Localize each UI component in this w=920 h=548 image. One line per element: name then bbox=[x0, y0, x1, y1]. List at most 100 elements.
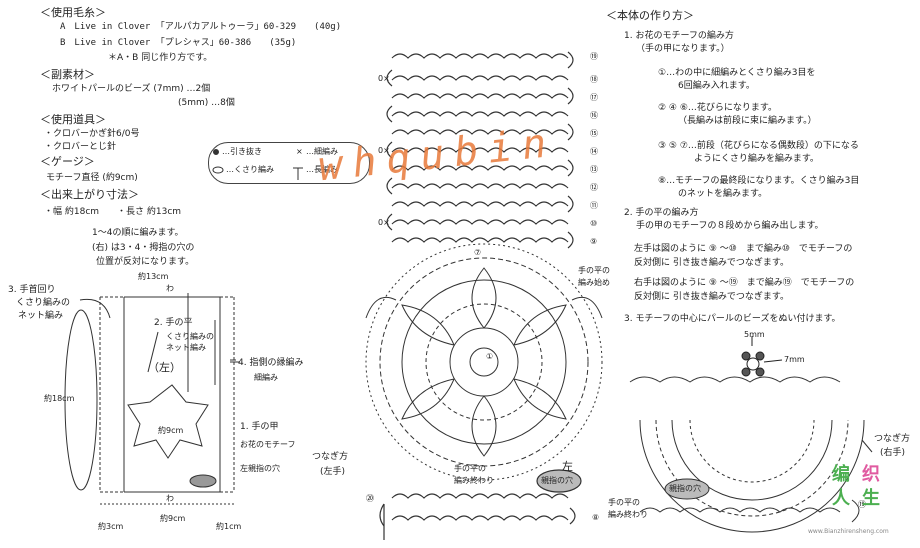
start-label: 手の平の bbox=[578, 266, 610, 275]
row-11: ⑪ bbox=[590, 201, 598, 210]
logo-char-2: 织 bbox=[862, 464, 880, 485]
step-2e: 右手は図のように ⑨ 〜⑲ まで編み⑲ でモチーフの bbox=[634, 278, 855, 288]
step-2d: 反対側に 引き抜き編みでつなぎます。 bbox=[634, 258, 789, 268]
order-3: 位置が反対になります。 bbox=[96, 257, 195, 267]
step-1j: のネットを編みます。 bbox=[678, 189, 768, 199]
step-1b: （手の甲になります。） bbox=[636, 44, 730, 54]
end-right: 手の平の bbox=[608, 498, 640, 507]
row-10: ⑩ bbox=[590, 219, 598, 228]
dim-right: 約1cm bbox=[216, 522, 242, 531]
end-right-2: 編み終わり bbox=[608, 510, 648, 519]
flower-motif bbox=[365, 243, 603, 481]
row-18: ⑱ bbox=[590, 75, 598, 84]
step-2: 2. 手の平の編み方 bbox=[624, 208, 699, 218]
symbol-legend bbox=[208, 142, 370, 184]
end-label-2: 編み終わり bbox=[454, 476, 494, 485]
start-label-2: 編み始め bbox=[578, 278, 610, 287]
label-1b: お花のモチーフ bbox=[240, 440, 296, 449]
label-4a: 4. 指側の縁編み bbox=[238, 358, 304, 368]
row-12: ⑫ bbox=[590, 183, 598, 192]
row-13: ⑬ bbox=[590, 165, 598, 174]
step-1: 1. お花のモチーフの編み方 bbox=[624, 31, 734, 41]
legend-long: …長編み bbox=[306, 165, 338, 174]
thumb-label: 左親指の穴 bbox=[240, 464, 280, 473]
step-1i: ⑧…モチーフの最終段になります。くさり編み3目 bbox=[658, 176, 860, 186]
step-3: 3. モチーフの中心にパールのビーズをぬい付けます。 bbox=[624, 314, 841, 324]
row-17: ⑰ bbox=[590, 93, 598, 102]
size: ・幅 約18cm ・長さ 約13cm bbox=[44, 207, 182, 217]
bottom-chain-left bbox=[379, 469, 582, 540]
label-2b: くさり編みの bbox=[166, 332, 214, 341]
order-1: 1〜4の順に編みます。 bbox=[92, 228, 184, 238]
logo-url: www.Bianzhirensheng.com bbox=[808, 528, 889, 535]
legend-sc-symbol: × bbox=[296, 147, 303, 156]
row-14: ⑭ bbox=[590, 147, 598, 156]
logo-char-4: 生 bbox=[862, 488, 880, 509]
label-3c: ネット編み bbox=[18, 311, 64, 321]
glove-outline bbox=[64, 293, 240, 505]
tool-2: ・クロバーとじ針 bbox=[44, 142, 117, 152]
row-16: ⑯ bbox=[590, 111, 598, 120]
site-logo: 编 织 人 生 www.Bianzhirensheng.com bbox=[808, 462, 916, 544]
legend-sc: …細編み bbox=[306, 147, 338, 156]
label-4b: 細編み bbox=[254, 373, 278, 382]
wa-bottom: わ bbox=[166, 494, 174, 503]
tool-1: ・クロバーかぎ針6/0号 bbox=[44, 129, 140, 139]
step-1f: （長編みは前段に束に編みます。） bbox=[678, 116, 817, 126]
pearl-beads bbox=[741, 336, 783, 377]
row-7: ⑦ bbox=[474, 248, 482, 257]
row-1: ① bbox=[486, 352, 494, 361]
zero-mark-2: 0× bbox=[378, 146, 390, 155]
step-2b: 手の甲のモチーフの８段めから編み出します。 bbox=[636, 221, 824, 231]
right-motif bbox=[629, 376, 873, 533]
join-left: (左手) bbox=[320, 467, 346, 477]
label-3a: 3. 手首回り bbox=[8, 285, 56, 295]
step-2c: 左手は図のように ⑨ 〜⑩ まで編み⑩ でモチーフの bbox=[634, 244, 853, 254]
label-3b: くさり編みの bbox=[16, 298, 71, 308]
gauge-heading: ＜ゲージ＞ bbox=[40, 155, 95, 168]
row-8: ⑧ bbox=[592, 513, 600, 522]
legend-slip: …引き抜き bbox=[222, 147, 262, 156]
join-right-2: (右手) bbox=[880, 448, 906, 458]
row-19: ⑲ bbox=[590, 52, 598, 61]
order-2: (右) は3・4・拇指の穴の bbox=[92, 243, 195, 253]
legend-chain: …くさり編み bbox=[226, 165, 274, 174]
row-9: ⑨ bbox=[590, 237, 598, 246]
left-label: （左） bbox=[148, 361, 181, 374]
width-top: 約13cm bbox=[138, 272, 169, 281]
mesh-rows bbox=[386, 51, 574, 249]
logo-char-1: 编 bbox=[832, 464, 850, 485]
step-1c: ①…わの中に細編みとくさり編み3目を bbox=[658, 68, 816, 78]
step-1e: ② ④ ⑥…花びらになります。 bbox=[658, 103, 778, 113]
left-mark: 左 bbox=[562, 460, 573, 473]
sub-item-2: (5mm) …8個 bbox=[178, 98, 235, 108]
method-heading: ＜本体の作り方＞ bbox=[606, 9, 694, 22]
sub-heading: ＜副素材＞ bbox=[40, 68, 95, 81]
label-2c: ネット編み bbox=[166, 343, 206, 352]
row-20: ⑳ bbox=[366, 494, 374, 503]
thumb-hole: 親指の穴 bbox=[541, 476, 573, 485]
row-15: ⑮ bbox=[590, 129, 598, 138]
bead-5mm: 5mm bbox=[744, 330, 765, 339]
label-1a: 1. 手の甲 bbox=[240, 422, 279, 432]
wa-top: わ bbox=[166, 284, 174, 293]
end-label: 手の平の bbox=[454, 464, 486, 473]
gauge: モチーフ直径 (約9cm) bbox=[46, 173, 138, 183]
bead-7mm: 7mm bbox=[784, 355, 805, 364]
yarn-note: ＊A・B 同じ作り方です。 bbox=[108, 53, 213, 63]
step-1h: ようにくさり編みを編みます。 bbox=[694, 154, 819, 164]
sub-item: ホワイトパールのビーズ (7mm) …2個 bbox=[52, 84, 211, 94]
motif-size: 約9cm bbox=[158, 426, 184, 435]
zero-mark-3: 0× bbox=[378, 218, 390, 227]
yarn-b: B Live in Clover 「プレシャス」60-386 (35g) bbox=[60, 38, 297, 48]
height-label: 約18cm bbox=[44, 394, 75, 403]
step-1g: ③ ⑤ ⑦…前段（花びらになる偶数段）の下になる bbox=[658, 141, 859, 151]
yarn-heading: ＜使用毛糸＞ bbox=[40, 6, 106, 19]
dim-mid: 約9cm bbox=[160, 514, 186, 523]
zero-mark-1: 0× bbox=[378, 74, 390, 83]
join-label: つなぎ方 bbox=[312, 452, 349, 462]
size-heading: ＜出来上がり寸法＞ bbox=[40, 188, 139, 201]
step-1d: 6回編み入れます。 bbox=[678, 81, 755, 91]
join-right: つなぎ方 bbox=[874, 434, 911, 444]
